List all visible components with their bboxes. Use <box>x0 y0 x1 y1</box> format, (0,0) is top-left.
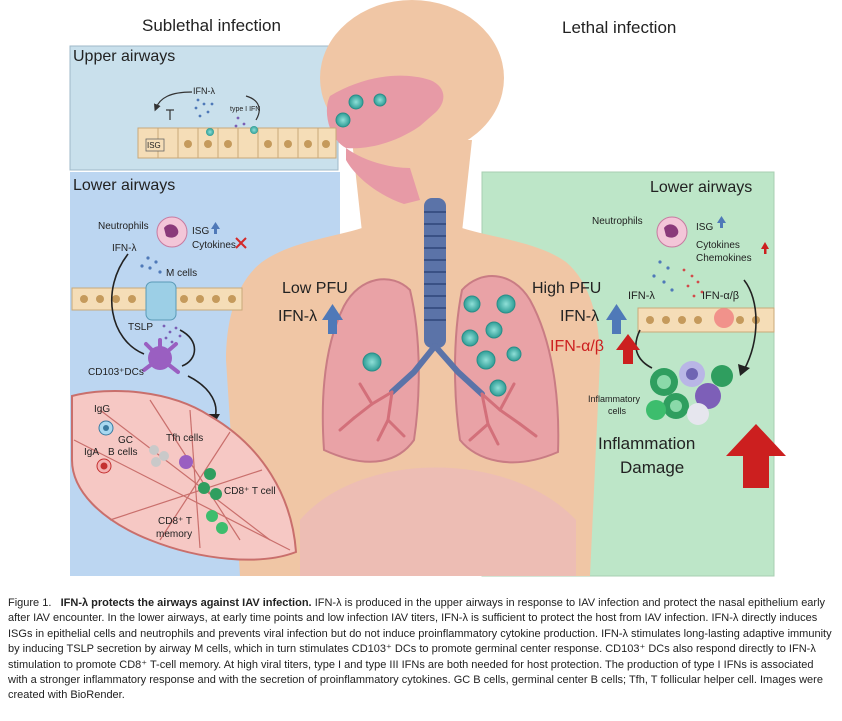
inflammation-label: Inflammation <box>598 434 696 453</box>
figure-panel: Sublethal infection Lethal infection Upp… <box>69 0 786 577</box>
m-cells-label: M cells <box>166 268 198 279</box>
high-pfu-ifn-arrow <box>606 304 627 334</box>
figure-caption: Figure 1. IFN-λ protects the airways aga… <box>8 596 834 704</box>
inflammatory-cells-cluster <box>646 361 733 425</box>
upper-isg-label: ISG <box>147 141 161 150</box>
upper-epithelium <box>137 127 337 159</box>
upper-airways-title: Upper airways <box>73 48 176 65</box>
diaphragm <box>300 467 576 576</box>
lower-left-title: Lower airways <box>73 177 176 194</box>
iga-label: IgA <box>84 447 100 458</box>
cd8-t-memory-label-1: CD8⁺ T <box>158 516 192 527</box>
dcs-label: CD103⁺DCs <box>88 367 144 378</box>
left-ifn-lambda-label: IFN-λ <box>112 243 137 254</box>
caption-figure-label: Figure 1. <box>8 597 52 609</box>
right-ifn-ab-label: IFN-α/β <box>702 290 740 302</box>
lymph-node-cells <box>96 420 228 534</box>
cytokines-x-icon <box>235 237 247 249</box>
tfh-label: Tfh cells <box>166 433 204 444</box>
left-neutrophils-label: Neutrophils <box>98 221 149 232</box>
low-pfu-label: Low PFU <box>282 280 348 297</box>
left-isg-label: ISG <box>192 226 210 237</box>
cd8-t-memory-label-2: memory <box>156 529 193 540</box>
lower-right-epithelium <box>637 307 775 333</box>
caption-title: IFN-λ protects the airways against IAV i… <box>60 597 312 609</box>
right-lung <box>454 275 560 464</box>
tslp-label: TSLP <box>128 322 154 333</box>
lower-left-epithelium <box>71 281 243 321</box>
right-neutrophils-label: Neutrophils <box>592 216 643 227</box>
high-pfu-ifn-lambda-label: IFN-λ <box>560 308 600 325</box>
low-pfu-ifn-lambda-label: IFN-λ <box>278 308 318 325</box>
high-pfu-ifn-ab-label: IFN-α/β <box>550 338 604 355</box>
damage-label: Damage <box>620 458 685 477</box>
high-pfu-ifn-ab-arrow <box>616 334 640 364</box>
figure-artwork <box>69 0 786 577</box>
high-pfu-label: High PFU <box>532 280 602 297</box>
inflammatory-cells-label-1: Inflammatory <box>588 394 641 404</box>
right-cytokines-label: Cytokines <box>696 240 740 251</box>
igg-label: IgG <box>94 404 111 415</box>
upper-type-i-ifn-label: type I IFN <box>230 106 261 113</box>
cd8-t-cell-label: CD8⁺ T cell <box>224 486 276 497</box>
low-pfu-ifn-arrow <box>322 304 343 334</box>
b-cells-label: B cells <box>108 447 138 458</box>
right-chemokines-label: Chemokines <box>696 253 752 264</box>
nasal-cavity <box>326 75 444 149</box>
lower-right-title: Lower airways <box>650 179 753 196</box>
isg-up-arrow-left <box>211 222 220 234</box>
inflammation-arrow <box>726 424 786 488</box>
right-ifn-lambda-label: IFN-λ <box>628 290 655 302</box>
cytokine-up-arrow-right <box>761 242 769 254</box>
header-sublethal: Sublethal infection <box>142 16 281 35</box>
caption-body: IFN-λ is produced in the upper airways i… <box>8 597 832 702</box>
isg-up-arrow-right <box>717 216 726 228</box>
gc-label: GC <box>118 435 133 446</box>
dendritic-cell-left <box>142 338 180 374</box>
left-cytokines-label: Cytokines <box>192 240 236 251</box>
lymph-node <box>71 389 298 561</box>
virus-particles <box>335 93 522 397</box>
upper-ifn-lambda-label: IFN-λ <box>193 86 215 96</box>
right-isg-label: ISG <box>696 222 714 233</box>
header-lethal: Lethal infection <box>562 18 677 37</box>
inflammatory-cells-label-2: cells <box>608 406 627 416</box>
